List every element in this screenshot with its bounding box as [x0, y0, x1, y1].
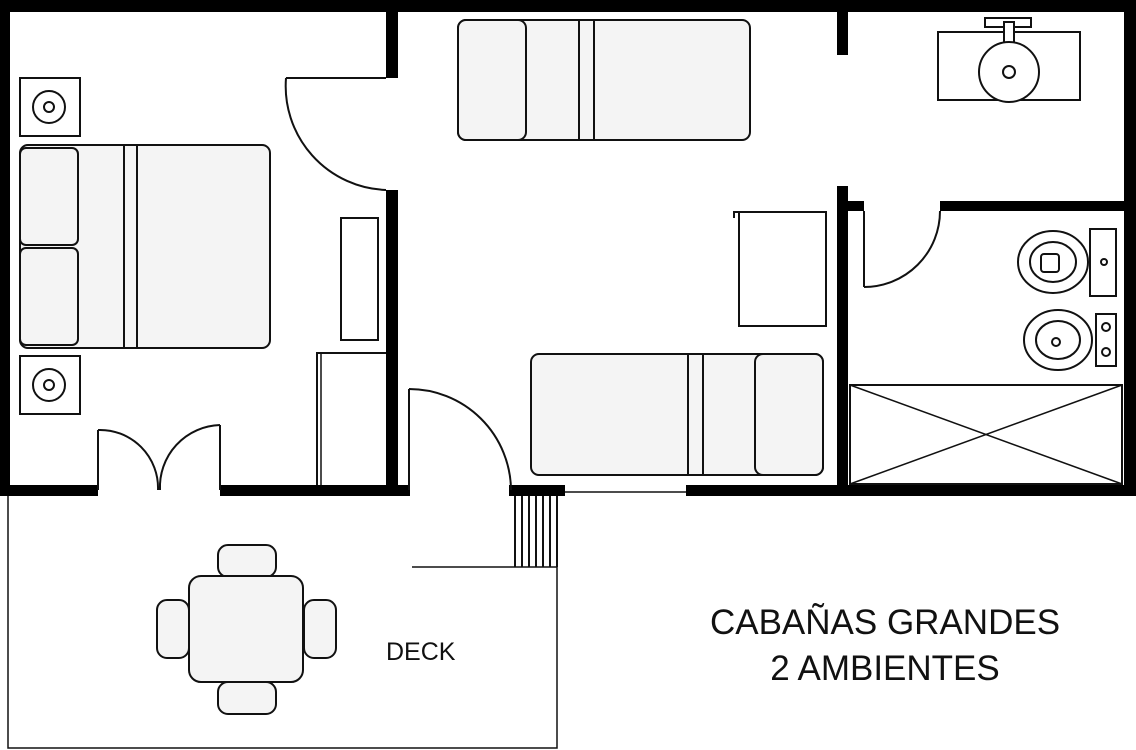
sink — [937, 17, 1081, 103]
plan-title: CABAÑAS GRANDES 2 AMBIENTES — [690, 600, 1080, 692]
double-bed — [19, 144, 271, 349]
plan-title-line-1: CABAÑAS GRANDES — [709, 603, 1061, 642]
bidet — [1023, 309, 1117, 371]
plan-title-line-2: 2 AMBIENTES — [770, 649, 1000, 688]
entrance-steps — [514, 496, 558, 567]
wardrobe — [316, 352, 386, 485]
nightstand-bottom — [19, 355, 81, 415]
bathroom-door — [863, 210, 941, 288]
double-door-to-deck — [97, 424, 221, 491]
walls — [0, 0, 1136, 496]
deck — [7, 496, 558, 749]
dining-table — [156, 544, 337, 715]
dresser — [340, 217, 379, 341]
toilet — [1017, 228, 1117, 297]
single-bed-top — [457, 19, 751, 141]
cabinet — [733, 211, 827, 327]
entrance-door — [408, 388, 512, 491]
nightstand-top — [19, 77, 81, 137]
deck-label: DECK — [386, 638, 456, 666]
single-bed-bottom — [530, 353, 824, 476]
bedroom-door — [284, 77, 387, 191]
shower — [849, 384, 1123, 485]
